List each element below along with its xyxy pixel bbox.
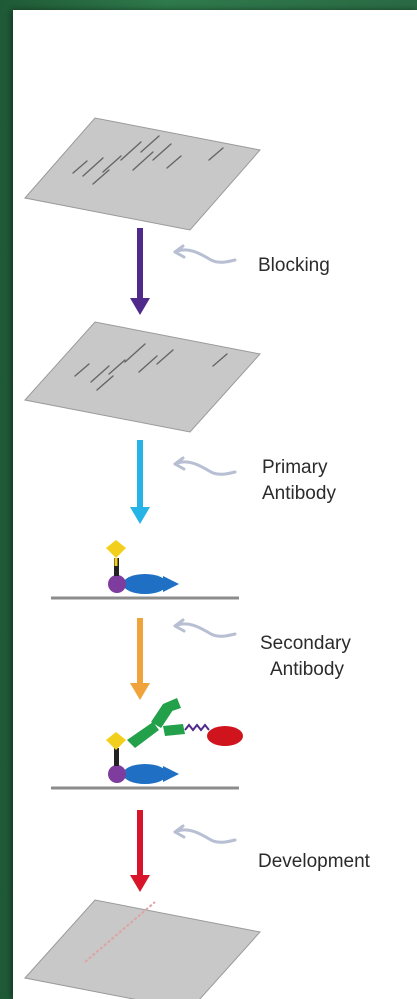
step-label-development: Development	[258, 849, 370, 875]
process-arrow-3	[130, 618, 150, 700]
pointer-arrow-4	[175, 826, 235, 842]
membrane-sheet-1	[25, 118, 260, 230]
pointer-arrow-2	[175, 458, 235, 474]
blocking-protein	[123, 574, 167, 594]
enzyme	[207, 726, 243, 746]
step-label-primary-antibody: Primary Antibody	[262, 455, 336, 507]
pointer-arrow-1	[175, 246, 235, 262]
diagram-panel: Blocking Primary Antibody Secondary Anti…	[13, 10, 417, 999]
target-protein	[108, 575, 126, 593]
linker	[185, 725, 209, 730]
process-arrow-2	[130, 440, 150, 524]
secondary-antibody-complex	[51, 698, 243, 788]
primary-antibody	[106, 540, 126, 558]
membrane-sheet-3	[25, 900, 260, 999]
process-arrow-1	[130, 228, 150, 315]
primary-antibody-complex	[51, 540, 239, 598]
step-label-secondary-antibody: Secondary Antibody	[260, 631, 351, 683]
pointer-arrow-3	[175, 620, 235, 636]
step-label-blocking: Blocking	[258, 253, 330, 279]
secondary-antibody	[127, 698, 185, 748]
membrane-sheet-2	[25, 322, 260, 432]
process-arrow-4	[130, 810, 150, 892]
